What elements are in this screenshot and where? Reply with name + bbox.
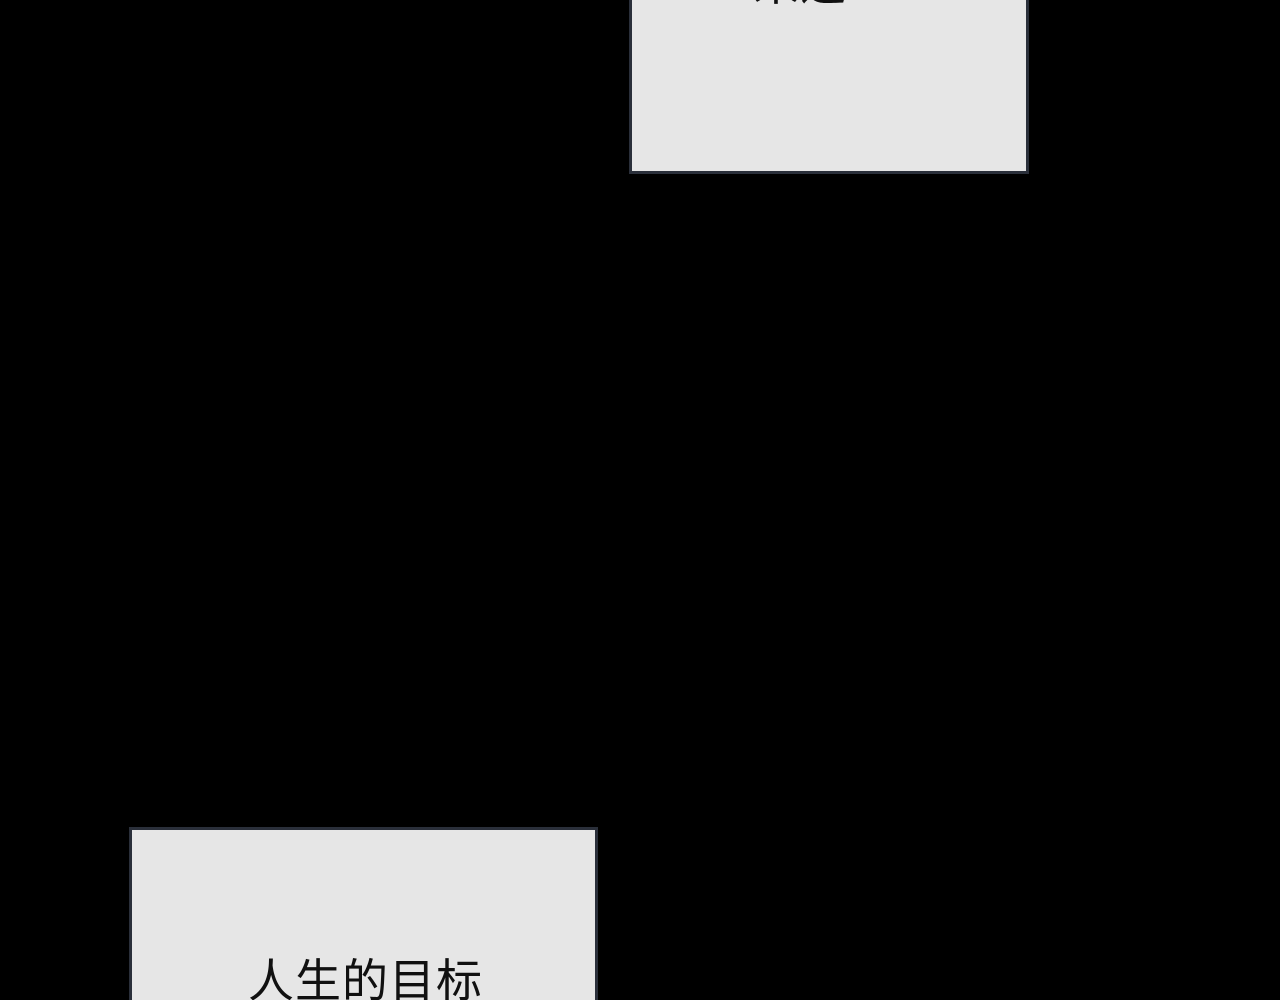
caption-text-top: 来道 (753, 0, 847, 7)
caption-box-bottom: 人生的目标 (129, 827, 598, 1000)
caption-box-top: 来道 (629, 0, 1029, 174)
caption-text-bottom: 人生的目标 (248, 954, 483, 1000)
